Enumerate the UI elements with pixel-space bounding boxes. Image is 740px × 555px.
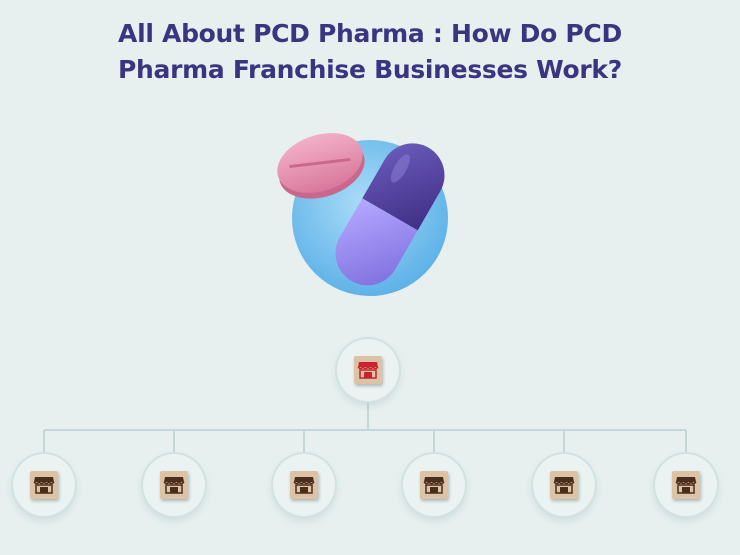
- storefront-icon: [163, 477, 185, 494]
- pill-tablet-icon: [277, 133, 365, 199]
- branch-store-node-5: [533, 454, 595, 516]
- capsule-icon: [335, 143, 445, 286]
- branch-store-node-1: [13, 454, 75, 516]
- branch-store-node-4: [403, 454, 465, 516]
- branch-store-box-5: [550, 471, 578, 499]
- storefront-icon: [33, 477, 55, 494]
- branch-store-box-6: [672, 471, 700, 499]
- connector-lines: [43, 400, 687, 455]
- title-line-2: Pharma Franchise Businesses Work?: [118, 55, 622, 84]
- branch-store-box-4: [420, 471, 448, 499]
- branch-store-box-2: [160, 471, 188, 499]
- storefront-icon: [553, 477, 575, 494]
- root-store-node: [337, 339, 399, 401]
- title-line-1: All About PCD Pharma : How Do PCD: [118, 19, 622, 48]
- page-title: All About PCD Pharma : How Do PCD Pharma…: [0, 16, 740, 88]
- branch-store-node-2: [143, 454, 205, 516]
- storefront-icon: [423, 477, 445, 494]
- storefront-icon: [357, 362, 379, 379]
- storefront-icon: [293, 477, 315, 494]
- branch-store-node-3: [273, 454, 335, 516]
- branch-store-box-1: [30, 471, 58, 499]
- root-store-box: [354, 356, 382, 384]
- branch-store-node-6: [655, 454, 717, 516]
- pills-illustration: [277, 133, 448, 296]
- branch-store-box-3: [290, 471, 318, 499]
- storefront-icon: [675, 477, 697, 494]
- franchise-hierarchy-diagram: [0, 330, 740, 555]
